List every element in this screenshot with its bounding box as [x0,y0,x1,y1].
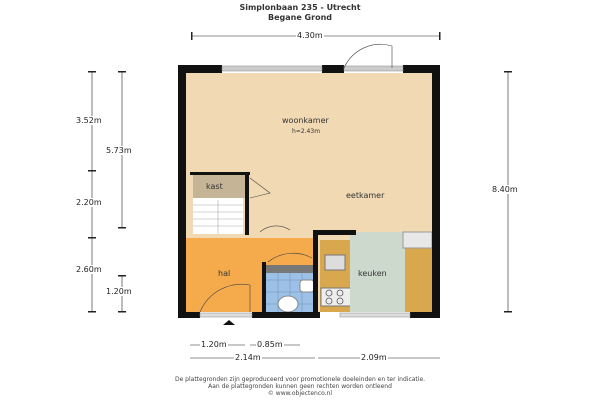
room-woonkamer: woonkamer [282,116,329,125]
disclaimer-line-1: De plattegronden zijn geproduceerd voor … [174,376,426,383]
front-door [199,312,253,318]
washbasin [299,279,315,293]
dim-top-width: 4.30m [296,31,324,40]
disclaimer-line-2: Aan de plattegronden kunnen geen rechten… [208,383,392,390]
kast-floor [193,175,248,198]
window-bottom [339,312,411,318]
room-eetkamer: eetkamer [346,191,385,200]
toilet-bowl [277,295,299,313]
dim-bottom-120: 1.20m [200,340,228,349]
window-top [221,65,323,72]
fridge [402,231,433,249]
dim-bottom-209: 2.09m [360,353,388,362]
room-hal: hal [218,269,231,278]
room-height: h=2.43m [292,128,321,135]
dim-left-573: 5.73m [105,146,133,155]
plan-title: Simplonbaan 235 - Utrecht [239,3,361,12]
dim-left-120: 1.20m [105,287,133,296]
dim-left-220: 2.20m [75,198,103,207]
kitchen-floor [350,232,405,312]
toilet-shelf [266,265,315,273]
sink [324,254,346,271]
stove [320,287,354,307]
dim-right-840: 8.40m [491,185,519,194]
room-keuken: keuken [358,269,387,278]
dim-left-260: 2.60m [75,265,103,274]
copyright: © www.objectenco.nl [267,390,333,397]
dim-bottom-085: 0.85m [256,340,284,349]
room-kast: kast [206,182,223,191]
plan-subtitle: Begane Grond [268,13,332,22]
entrance-arrow-icon [223,320,235,325]
door-top [343,65,404,72]
dim-bottom-214: 2.14m [234,353,262,362]
dim-left-352: 3.52m [75,116,103,125]
